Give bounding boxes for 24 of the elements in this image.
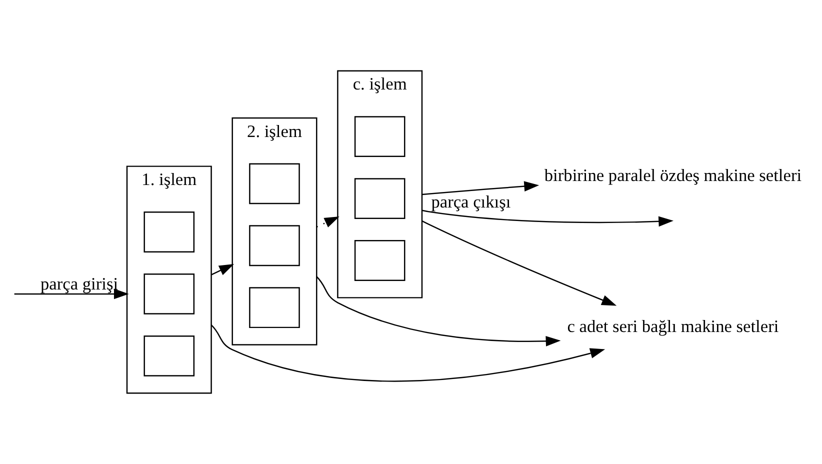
- node-box: [144, 336, 195, 376]
- arrow: [210, 324, 606, 382]
- node-box: [354, 178, 406, 219]
- arrow: [211, 264, 234, 276]
- edge-label: parça çıkışı: [431, 192, 511, 212]
- node-box: [249, 225, 300, 266]
- arrow: [422, 220, 617, 306]
- arrow: [14, 288, 129, 300]
- node-box: [249, 287, 300, 328]
- edge-label: parça girişi: [40, 274, 118, 294]
- node-box: [354, 240, 406, 281]
- node-text: birbirine paralel özdeş makine setleri: [544, 166, 802, 185]
- cluster: 1. işlem: [126, 166, 212, 394]
- arrow: [316, 276, 561, 346]
- arrow: [422, 181, 540, 196]
- node-box: [144, 212, 195, 252]
- arrow: [422, 210, 674, 227]
- node-box: [249, 163, 300, 204]
- cluster: c. işlem: [337, 70, 423, 298]
- node-text: c adet seri bağlı makine setleri: [567, 317, 779, 336]
- node-box: [354, 116, 406, 158]
- cluster: 2. işlem: [232, 117, 318, 346]
- arrow: [316, 216, 340, 228]
- node-box: [144, 274, 195, 314]
